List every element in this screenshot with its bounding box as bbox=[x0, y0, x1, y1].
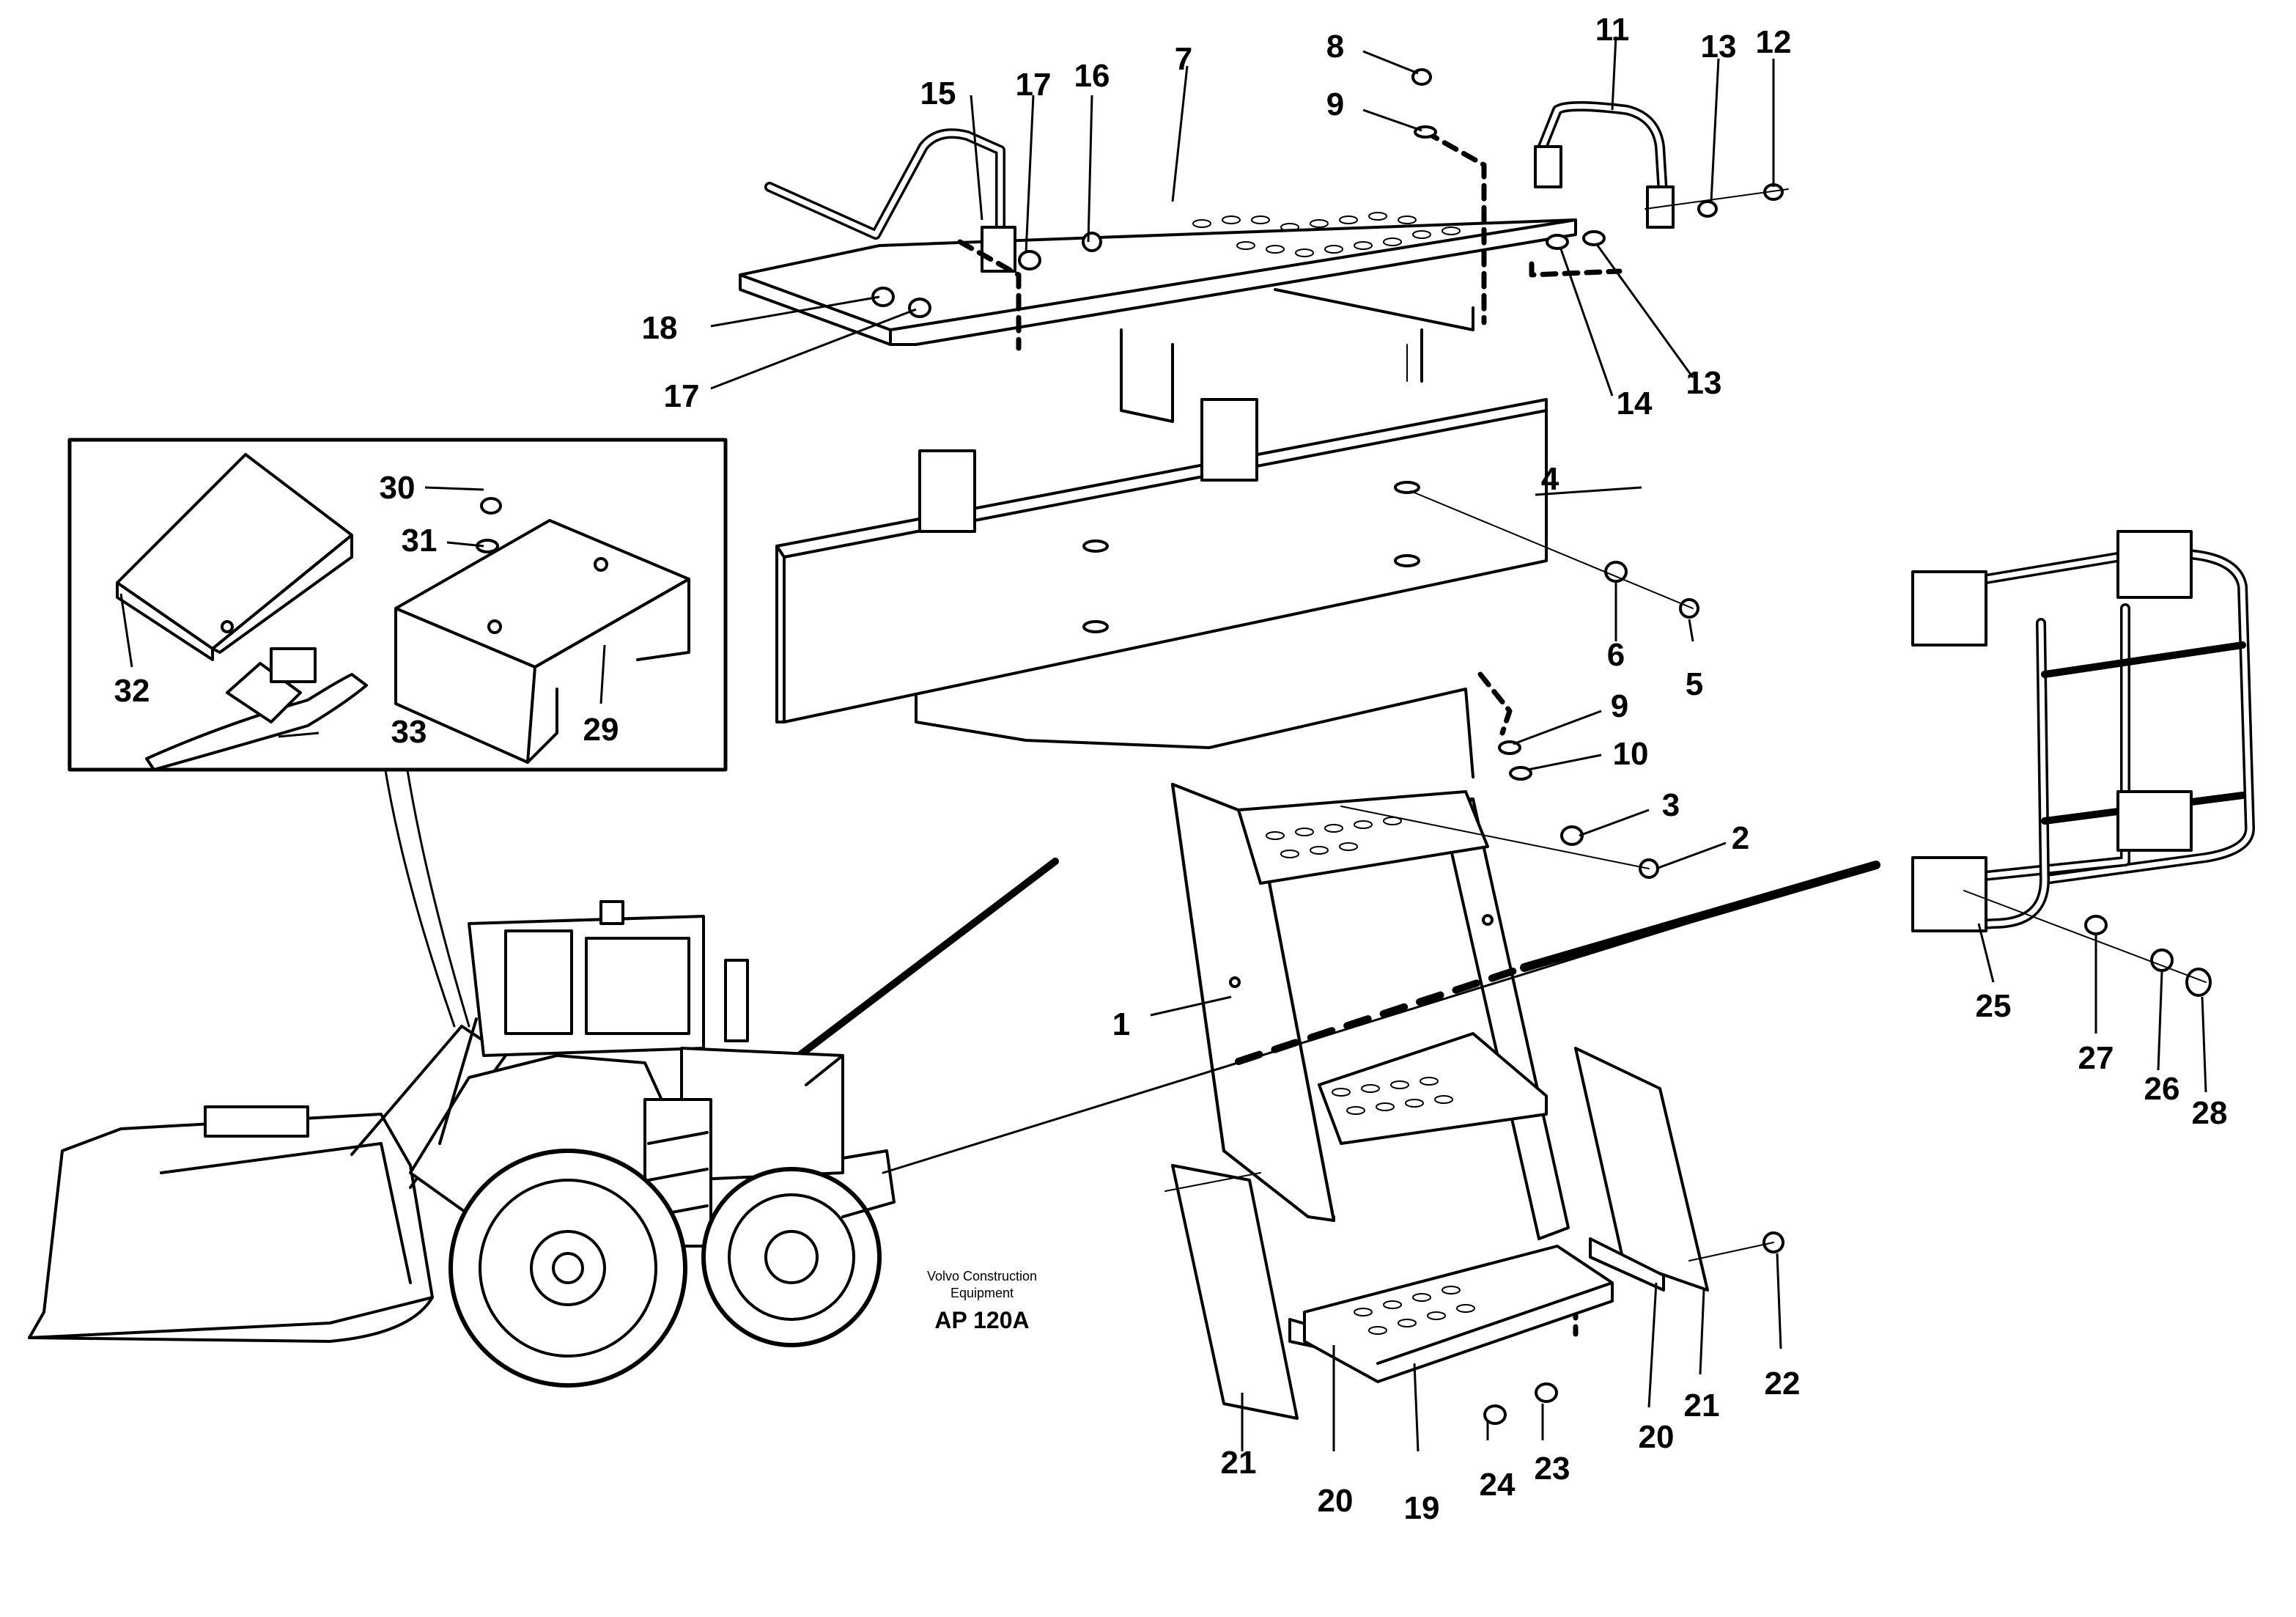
callout-26: 26 bbox=[2144, 1071, 2180, 1107]
callout-6: 6 bbox=[1607, 637, 1625, 673]
callout-10: 10 bbox=[1613, 736, 1649, 772]
fasteners bbox=[871, 68, 2212, 1425]
callout-21b: 21 bbox=[1684, 1388, 1720, 1423]
callout-14: 14 bbox=[1617, 386, 1653, 421]
side-plate-21-left bbox=[1171, 1164, 1299, 1420]
callout-20b: 20 bbox=[1639, 1419, 1675, 1455]
callout-labels: 15 17 16 7 8 9 11 13 12 13 14 18 17 4 6 … bbox=[114, 12, 2228, 1526]
callout-7: 7 bbox=[1175, 41, 1192, 77]
callout-22: 22 bbox=[1765, 1366, 1801, 1401]
callout-16: 16 bbox=[1074, 58, 1110, 94]
handrail-15 bbox=[764, 128, 1005, 254]
callout-13a: 13 bbox=[1701, 29, 1737, 65]
callout-8: 8 bbox=[1326, 29, 1344, 65]
caption-brand-line1: Volvo Construction bbox=[927, 1269, 1037, 1283]
callout-31: 31 bbox=[402, 523, 438, 559]
callout-11: 11 bbox=[1595, 12, 1630, 48]
figure-caption: Volvo Construction Equipment AP 120A bbox=[927, 1269, 1037, 1333]
callout-32: 32 bbox=[114, 673, 150, 709]
wheel-loader bbox=[28, 900, 896, 1388]
bottom-step bbox=[1303, 1245, 1614, 1383]
callout-23: 23 bbox=[1535, 1451, 1570, 1487]
callout-17b: 17 bbox=[664, 378, 700, 414]
callout-30: 30 bbox=[380, 470, 416, 506]
inset-strap-33 bbox=[145, 647, 368, 771]
callout-27: 27 bbox=[2078, 1040, 2114, 1076]
guard-frame bbox=[1911, 530, 2255, 932]
inset-cover-32 bbox=[116, 453, 353, 661]
inset-bracket-29 bbox=[394, 497, 690, 764]
callout-20a: 20 bbox=[1318, 1483, 1354, 1519]
callout-33: 33 bbox=[391, 714, 427, 750]
figure-code: AP 120A bbox=[934, 1307, 1029, 1333]
callout-2: 2 bbox=[1732, 820, 1749, 856]
callout-13b: 13 bbox=[1686, 365, 1722, 401]
callout-9a: 9 bbox=[1326, 86, 1344, 122]
callout-28: 28 bbox=[2192, 1095, 2228, 1131]
callout-29: 29 bbox=[583, 712, 619, 748]
platform-plate bbox=[739, 212, 1577, 423]
leader-lines bbox=[119, 36, 2207, 1452]
callout-18: 18 bbox=[642, 310, 678, 346]
callout-5: 5 bbox=[1686, 666, 1703, 702]
spacer-20-right bbox=[1589, 1237, 1665, 1292]
callout-3: 3 bbox=[1662, 787, 1680, 823]
callout-1: 1 bbox=[1112, 1006, 1130, 1042]
callout-4: 4 bbox=[1541, 461, 1559, 497]
cross-beam bbox=[775, 398, 1548, 778]
caption-brand-line2: Equipment bbox=[950, 1286, 1014, 1300]
callout-9b: 9 bbox=[1611, 688, 1628, 724]
callout-25: 25 bbox=[1976, 988, 2012, 1024]
callout-15: 15 bbox=[920, 75, 956, 111]
callout-19: 19 bbox=[1404, 1490, 1440, 1526]
callout-21a: 21 bbox=[1221, 1445, 1257, 1481]
side-plate-21-right bbox=[1574, 1047, 1709, 1292]
callout-12: 12 bbox=[1756, 24, 1792, 60]
callout-24: 24 bbox=[1480, 1467, 1516, 1503]
ladder bbox=[1171, 783, 1570, 1240]
callout-17a: 17 bbox=[1016, 67, 1052, 103]
